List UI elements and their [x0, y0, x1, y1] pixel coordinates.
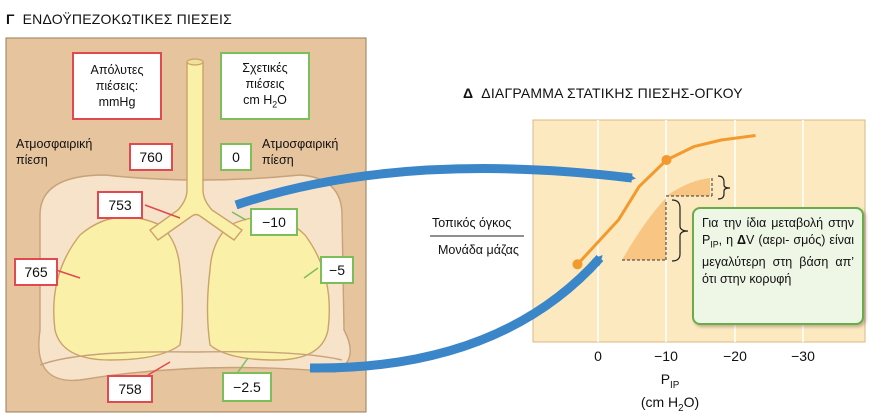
- ylabel-top: Τοπικός όγκος: [432, 216, 512, 230]
- x-axis-unit-a: (cm H: [640, 393, 679, 410]
- panel-d-letter: Δ: [463, 85, 474, 101]
- pleura-rel-value: −2.5: [222, 372, 272, 402]
- absolute-header-line-3: mmHg: [98, 95, 136, 109]
- atm-label-right-line-1: Ατμοσφαιρική: [262, 137, 339, 151]
- base-rel-pointer: [303, 267, 319, 279]
- ylabel-bottom: Μονάδα μάζας: [438, 243, 519, 257]
- relative-header-line-3: cm H2O: [243, 92, 287, 113]
- delta-guides: [622, 178, 713, 261]
- note-p: στην P: [702, 216, 854, 247]
- x-axis-label-main: PIP: [620, 371, 720, 394]
- panel-c-title-text: ΕΝΔΟΫΠΕΖΟΚΩΤΙΚΕΣ ΠΙΕΣΕΙΣ: [22, 11, 232, 27]
- explanation-note: Για την ίδια μεταβολή στην PIP, η ΔV (αε…: [692, 207, 864, 325]
- x-axis-p: P: [660, 371, 671, 387]
- atm-rel-value: 0: [220, 143, 252, 171]
- apex-arrow: [234, 164, 636, 210]
- note-p-sub: IP: [710, 239, 719, 250]
- base-abs-value: 765: [14, 258, 58, 286]
- pleura-abs-pointer: [147, 361, 171, 376]
- note-delta: Δ: [737, 233, 747, 247]
- note-line-1: Για την ίδια μεταβολή: [702, 216, 824, 230]
- x-axis-label: PIP (cm H2O): [620, 371, 720, 417]
- panel-d-title-text: ΔΙΑΓΡΑΜΜΑ ΣΤΑΤΙΚΗΣ ΠΙΕΣΗΣ-ΟΓΚΟΥ: [481, 85, 743, 101]
- base-abs-pointer: [55, 269, 81, 279]
- absolute-header-line-2: πιέσεις:: [95, 79, 139, 93]
- base-arrow: [309, 255, 604, 373]
- x-axis-unit-b: O): [683, 393, 700, 410]
- relative-header-line-1: Σχετικές: [242, 60, 288, 75]
- relative-header-unit-b: O: [277, 92, 287, 107]
- apex-delta-triangle: [666, 178, 710, 196]
- left-lung: [53, 216, 184, 361]
- atm-label-left: Ατμοσφαιρική πίεση: [16, 136, 92, 168]
- atm-label-right-line-2: πίεση: [262, 153, 294, 167]
- x-axis-p-sub: IP: [670, 379, 680, 391]
- panel-c-letter: Γ: [6, 11, 15, 27]
- relative-header-unit-a: cm H: [243, 92, 273, 107]
- base-delta-triangle: [622, 198, 666, 260]
- right-lung: [206, 216, 331, 361]
- apex-abs-pointer: [144, 204, 181, 219]
- apex-point: [661, 154, 672, 165]
- atm-label-left-line-1: Ατμοσφαιρική: [16, 137, 93, 151]
- apex-brace: [717, 175, 731, 200]
- apex-rel-pointer: [231, 211, 247, 221]
- apex-abs-value: 753: [97, 191, 143, 219]
- base-point: [572, 259, 583, 270]
- trachea: [148, 61, 244, 241]
- relative-pressure-header: Σχετικές πιέσεις cm H2O: [220, 52, 310, 120]
- panel-c-title: Γ ΕΝΔΟΫΠΕΖΟΚΩΤΙΚΕΣ ΠΙΕΣΕΙΣ: [6, 11, 232, 27]
- x-tick-0: 0: [594, 348, 602, 364]
- atm-label-left-line-2: πίεση: [16, 153, 48, 167]
- diaphragm: [39, 350, 343, 366]
- note-v: V (αερι-: [746, 233, 790, 247]
- note-line-4: στη βάση απ’ ότι στην: [702, 254, 854, 286]
- note-comma: , η: [718, 233, 738, 247]
- x-axis-label-unit: (cm H2O): [620, 394, 720, 417]
- note-line-3: σμός) είναι μεγαλύτερη: [702, 233, 855, 269]
- x-tick-1: −10: [654, 348, 678, 364]
- x-tick-3: −30: [791, 348, 815, 364]
- panel-d-title: Δ ΔΙΑΓΡΑΜΜΑ ΣΤΑΤΙΚΗΣ ΠΙΕΣΗΣ-ΟΓΚΟΥ: [463, 85, 743, 101]
- base-brace: [671, 199, 689, 262]
- pleura-abs-value: 758: [107, 375, 153, 403]
- absolute-pressure-header: Απόλυτες πιέσεις: mmHg: [72, 52, 162, 120]
- atm-label-right: Ατμοσφαιρική πίεση: [262, 136, 338, 168]
- curve-layer: [572, 134, 756, 270]
- apex-rel-value: −10: [250, 208, 298, 236]
- atm-abs-value: 760: [129, 143, 173, 171]
- pleura-rel-pointer: [237, 357, 249, 373]
- relative-header-line-2: πιέσεις: [245, 76, 285, 91]
- x-tick-2: −20: [723, 348, 747, 364]
- trachea-opening: [186, 58, 204, 66]
- absolute-header-line-1: Απόλυτες: [90, 63, 144, 77]
- base-rel-value: −5: [320, 256, 354, 284]
- relative-header-unit-sub: 2: [272, 99, 278, 110]
- note-line-5: κορυφή: [749, 271, 792, 286]
- x-axis-unit-sub: 2: [678, 402, 684, 414]
